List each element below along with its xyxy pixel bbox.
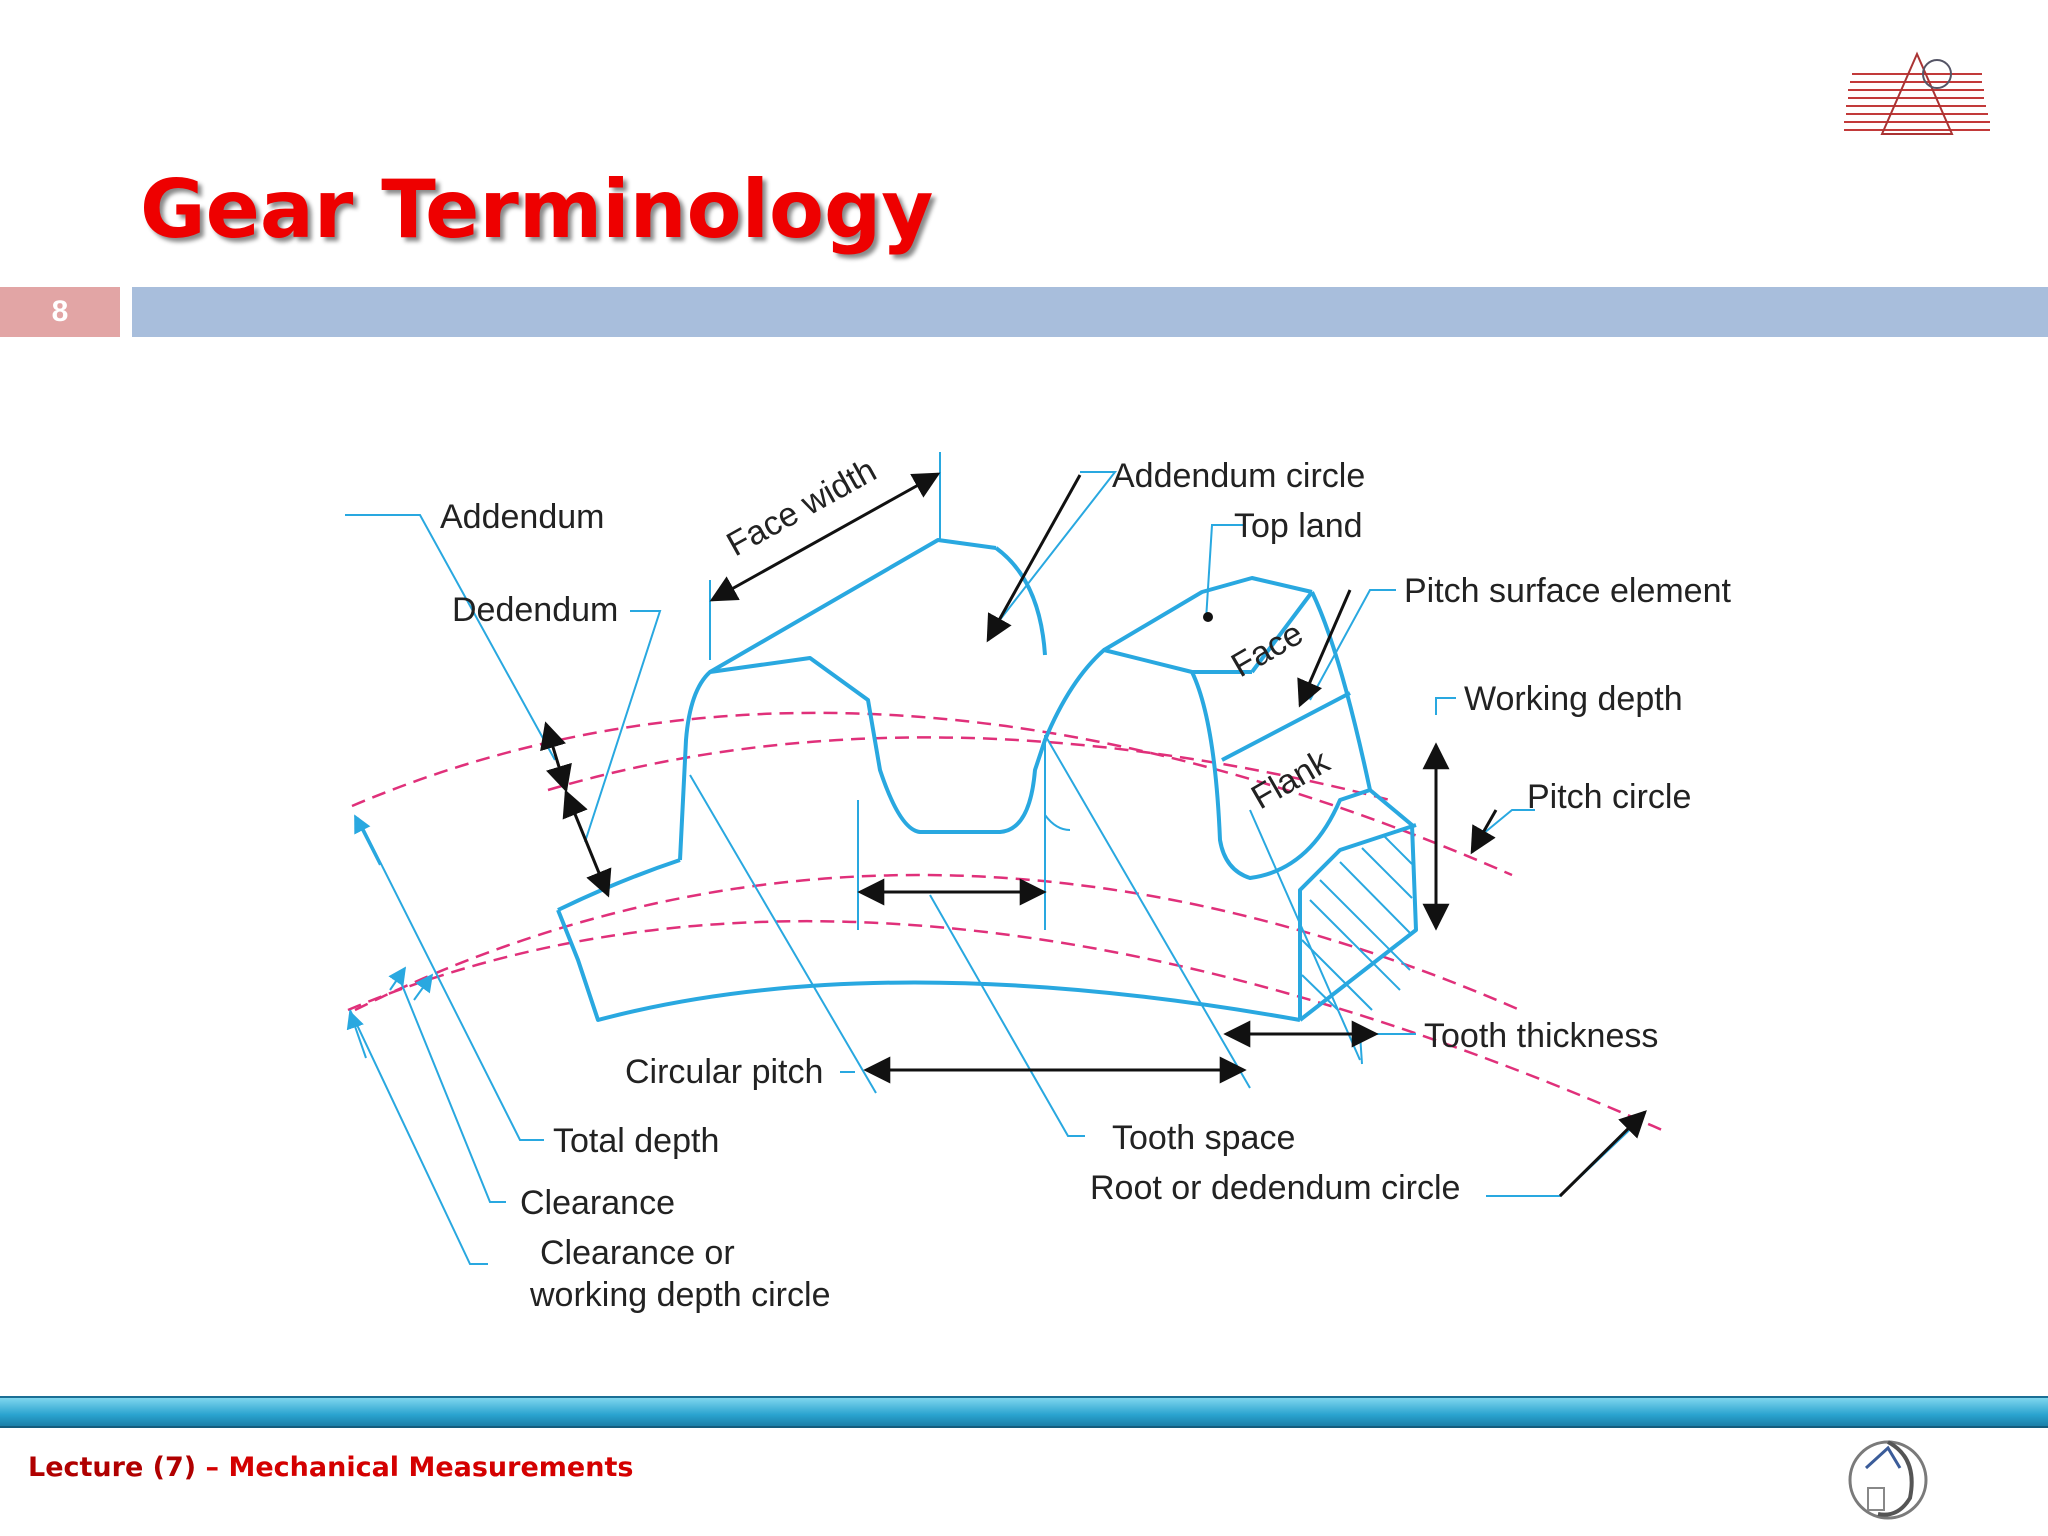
faculty-logo-icon — [1848, 1440, 1928, 1520]
label-clearance-or-line1: Clearance or — [540, 1234, 735, 1272]
dimension-arrows — [540, 472, 1647, 1198]
label-face-width: Face width — [720, 451, 882, 564]
face-width-arrow — [709, 472, 941, 602]
section-hatching — [1301, 835, 1413, 1011]
top-land-dot — [1203, 612, 1213, 622]
label-clearance: Clearance — [520, 1184, 675, 1222]
slide-number: 8 — [0, 287, 120, 337]
label-dedendum: Dedendum — [452, 591, 618, 629]
label-top-land: Top land — [1234, 507, 1363, 545]
gear-body — [556, 538, 1418, 1022]
footer-lecture: Lecture (7) — [28, 1452, 197, 1483]
university-logo-icon — [1844, 51, 1990, 135]
label-working-depth: Working depth — [1464, 680, 1683, 718]
label-circular-pitch: Circular pitch — [625, 1053, 823, 1091]
footer-separator: – — [196, 1452, 229, 1483]
label-root-or-dedendum-circle: Root or dedendum circle — [1090, 1169, 1460, 1207]
title-underline-bar — [132, 287, 2048, 337]
root-circle-arrow — [1558, 1110, 1647, 1198]
label-clearance-or-line2: working depth circle — [529, 1276, 830, 1314]
footer-course: Mechanical Measurements — [228, 1452, 634, 1483]
label-face: Face — [1225, 614, 1309, 685]
label-tooth-space: Tooth space — [1112, 1119, 1295, 1157]
pitch-surface-arrow — [1297, 589, 1352, 708]
slide-title: Gear Terminology — [140, 163, 934, 256]
label-flank: Flank — [1245, 742, 1337, 817]
circle-leader-arrows — [346, 814, 434, 1059]
pitch-circle-line — [547, 736, 1391, 802]
label-addendum-circle: Addendum circle — [1112, 457, 1365, 495]
label-total-depth: Total depth — [553, 1122, 719, 1160]
gear-circles — [347, 711, 1663, 1132]
addendum-circle-arrow — [986, 474, 1082, 643]
footer-caption: Lecture (7) – Mechanical Measurements — [28, 1452, 633, 1483]
root-circle-line — [347, 919, 1663, 1132]
footer-bar — [0, 1396, 2048, 1428]
label-addendum: Addendum — [440, 498, 604, 536]
working-depth-circle-line — [354, 873, 1521, 1012]
addendum-circle-line — [351, 711, 1513, 877]
label-tooth-thickness: Tooth thickness — [1424, 1017, 1658, 1055]
dedendum-arrow — [562, 789, 612, 898]
pitch-circle-arrow — [1470, 809, 1498, 855]
addendum-arrow — [540, 721, 572, 793]
label-pitch-surface-element: Pitch surface element — [1404, 572, 1731, 610]
label-pitch-circle: Pitch circle — [1527, 778, 1691, 816]
